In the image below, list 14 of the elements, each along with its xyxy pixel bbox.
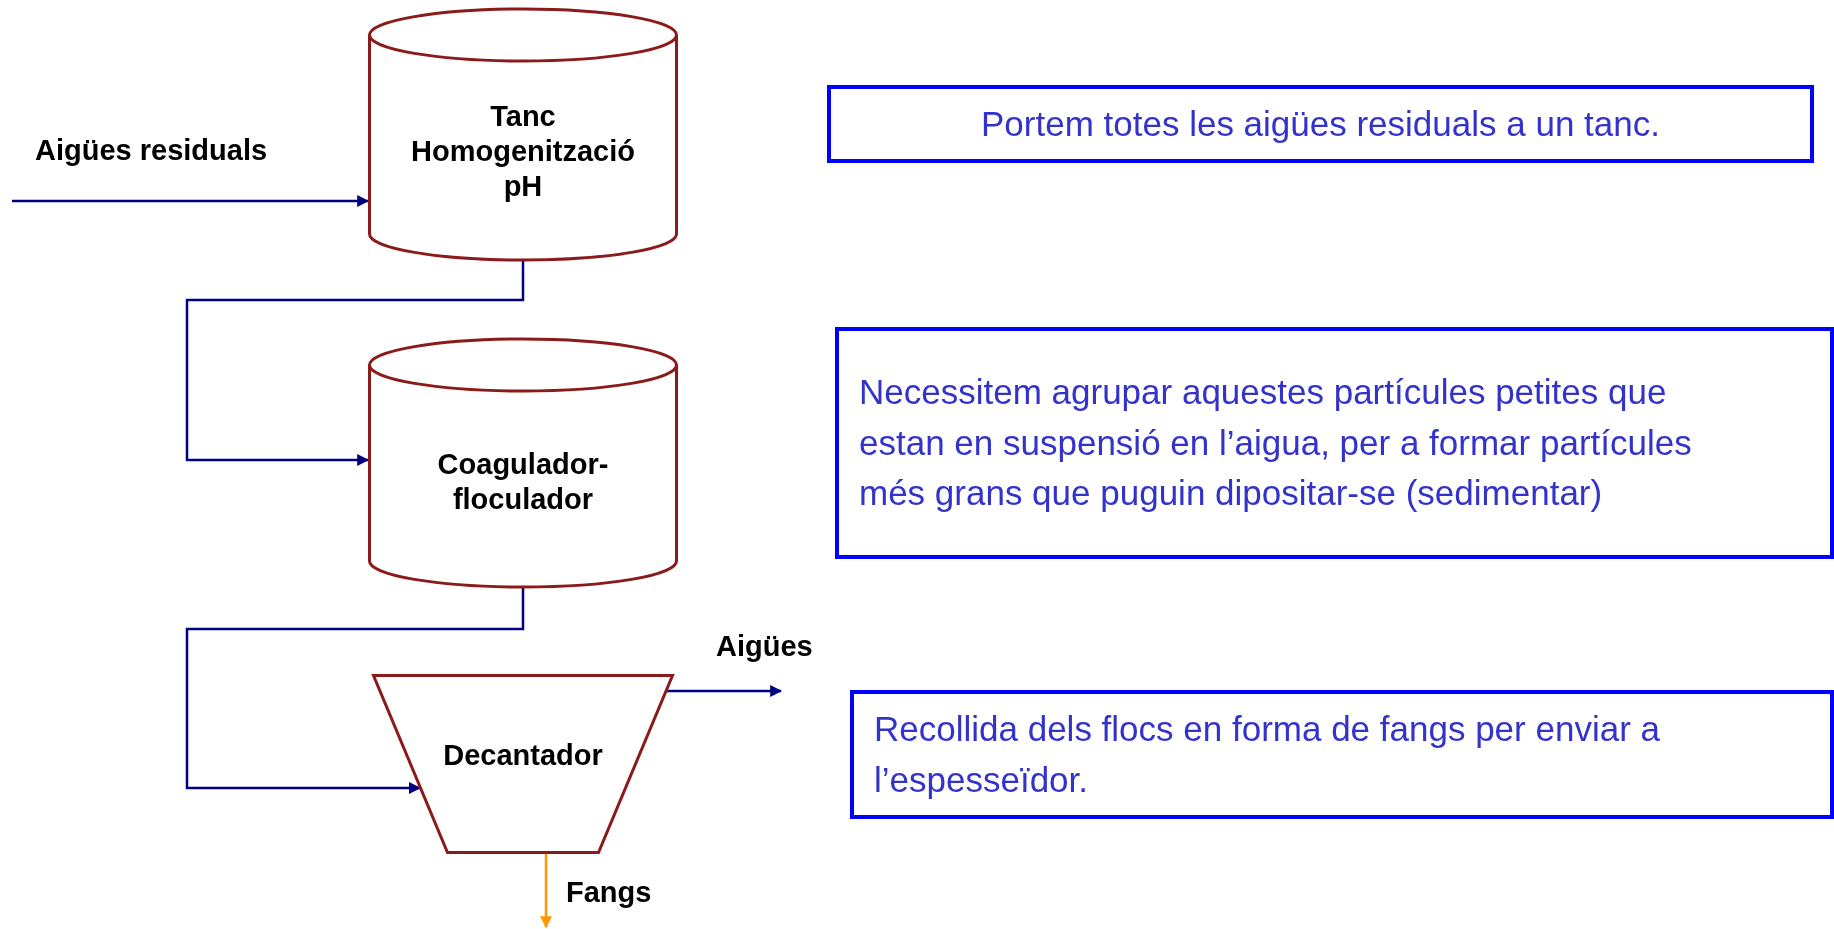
edge-label: Aigües residuals <box>35 134 268 167</box>
node-label: Decantador <box>442 738 604 773</box>
flow-arrow <box>12 195 370 207</box>
flow-arrow <box>185 260 525 466</box>
edge-label: Aigües <box>716 630 813 663</box>
flow-arrow <box>540 854 552 929</box>
flow-arrow <box>185 587 525 794</box>
edge-label: Fangs <box>566 876 652 909</box>
node-label: Tanc Homogenització pH <box>410 99 636 204</box>
note-box: Portem totes les aigües residuals a un tanc. <box>827 85 1814 163</box>
note-box: Recollida dels flocs en forma de fangs per enviar a l’espesseïdor. <box>850 690 1834 819</box>
note-box: Necessitem agrupar aquestes partícules petites que estan en suspensió en l’aigua, per a formar partícules més grans que puguin dipositar-se (sedimentar) <box>835 327 1834 559</box>
flow-arrow <box>666 685 783 697</box>
node-label: Coagulador-floculador <box>436 447 610 517</box>
